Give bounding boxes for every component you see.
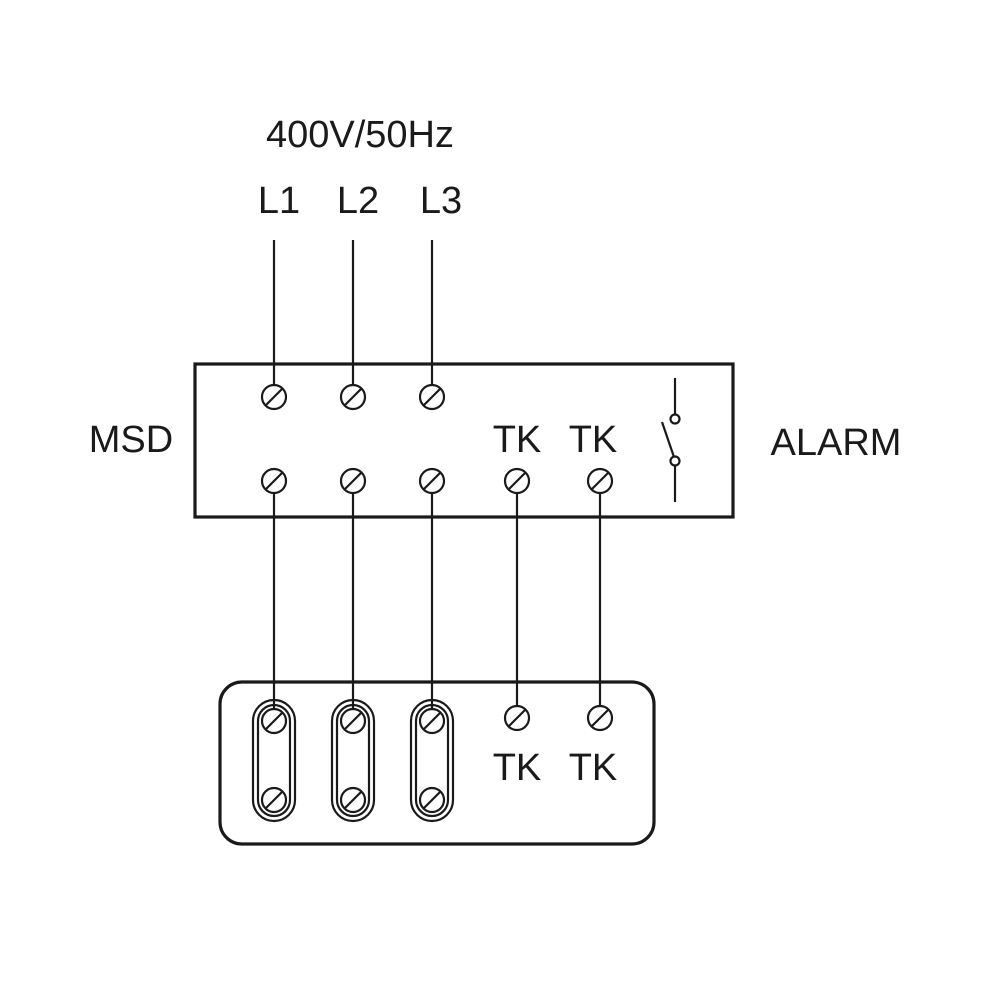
controller-name-label: MSD	[89, 419, 173, 461]
controller-terminal-tk-1	[503, 467, 531, 495]
winding-bridge-w	[409, 698, 455, 823]
phase-label-l2: L2	[337, 180, 379, 222]
controller-terminal-w-out	[418, 467, 446, 495]
alarm-label: ALARM	[771, 422, 902, 464]
phase-label-l3: L3	[420, 180, 462, 222]
controller-box	[193, 362, 735, 519]
winding-bridge-v	[330, 698, 376, 823]
controller-terminal-l1-in	[260, 383, 288, 411]
motor-tk-label-2: TK	[569, 747, 618, 789]
controller-tk-label-2: TK	[569, 419, 618, 461]
controller-terminal-l2-in	[339, 383, 367, 411]
motor-tk-label-1: TK	[493, 747, 542, 789]
supply-voltage-label: 400V/50Hz	[266, 114, 454, 156]
motor-terminal-tk-2	[586, 704, 614, 732]
controller-tk-label-1: TK	[493, 419, 542, 461]
alarm-switch-contact	[660, 378, 681, 502]
controller-terminal-v-out	[339, 467, 367, 495]
controller-terminal-u-out	[260, 467, 288, 495]
phase-label-l1: L1	[258, 180, 300, 222]
controller-terminal-tk-2	[586, 467, 614, 495]
motor-terminal-box	[218, 680, 656, 846]
winding-bridge-u	[251, 698, 297, 823]
motor-terminal-tk-1	[503, 704, 531, 732]
controller-terminal-l3-in	[418, 383, 446, 411]
